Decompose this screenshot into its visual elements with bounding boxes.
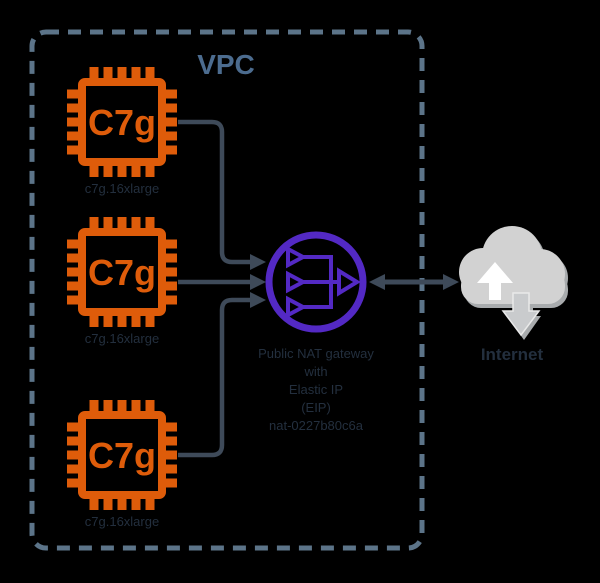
- connector-bottom: [178, 297, 251, 458]
- c7g-instance-icon-2: C7g: [67, 217, 177, 327]
- gateway-label-line-2: with: [303, 364, 327, 379]
- glyph-triangle-1: [286, 245, 308, 269]
- glyph-out-arrowhead: [337, 267, 361, 297]
- instance-label-3: c7g.16xlarge: [85, 514, 159, 529]
- vpc-boundary: [29, 29, 425, 551]
- chip-pins: [67, 400, 177, 510]
- instance-label-1: c7g.16xlarge: [85, 181, 159, 196]
- cloud-down-arrow: [501, 292, 541, 337]
- cloud-icon: [459, 226, 568, 340]
- gateway-label-line-5: nat-0227b80c6a: [269, 418, 364, 433]
- link-arrowhead-left: [369, 274, 385, 290]
- gateway-label-line-1: Public NAT gateway: [258, 346, 374, 361]
- gateway-label-line-3: Elastic IP: [289, 382, 343, 397]
- chip-model-text: C7g: [88, 102, 156, 143]
- cloud-body: [459, 226, 565, 304]
- c7g-instance-icon-3: C7g: [67, 400, 177, 510]
- chip-body: [78, 78, 166, 166]
- chip-pins: [67, 217, 177, 327]
- chip-pins: [67, 67, 177, 177]
- gateway-label-line-4: (EIP): [301, 400, 331, 415]
- glyph-triangle-3: [286, 295, 308, 319]
- arrowhead-top: [250, 254, 266, 270]
- glyph-triangle-2: [286, 270, 308, 294]
- arrowhead-middle: [250, 274, 266, 290]
- gateway-circle: [265, 231, 367, 333]
- gateway-internet-link: [369, 274, 459, 290]
- nat-gateway-icon: [265, 231, 367, 333]
- connector-top: [178, 119, 251, 265]
- vpc-label: VPC: [197, 49, 255, 80]
- gateway-glyph: [286, 245, 361, 319]
- chip-model-text: C7g: [88, 252, 156, 293]
- connector-lines: [178, 119, 251, 458]
- arrowhead-bottom: [250, 292, 266, 308]
- chip-body: [78, 411, 166, 499]
- internet-label: Internet: [481, 345, 544, 364]
- c7g-instance-icon-1: C7g: [67, 67, 177, 177]
- chip-model-text: C7g: [88, 435, 156, 476]
- link-arrowhead-right: [443, 274, 459, 290]
- gateway-label: Public NAT gateway with Elastic IP (EIP)…: [258, 346, 374, 433]
- instance-label-2: c7g.16xlarge: [85, 331, 159, 346]
- cloud-up-arrow: [477, 262, 513, 300]
- connector-arrowheads: [250, 254, 266, 308]
- chip-body: [78, 228, 166, 316]
